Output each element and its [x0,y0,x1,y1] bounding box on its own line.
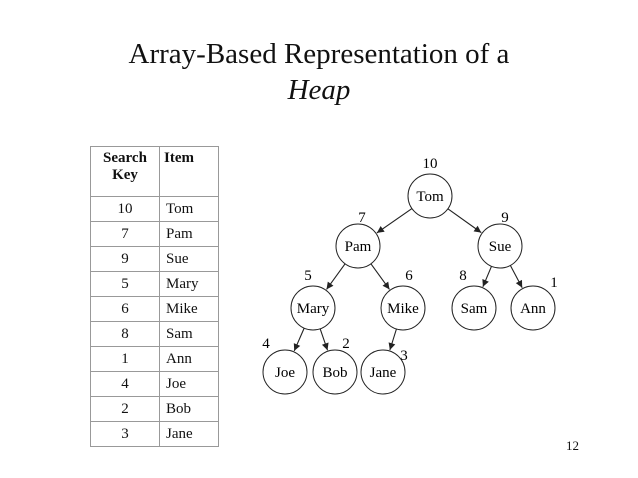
tree-edge [376,208,413,234]
item-cell: Joe [159,371,219,397]
node-key-label: 2 [342,336,350,352]
node-key-label: 5 [304,268,312,284]
node-key-label: 9 [501,210,509,226]
node-name-label: Sue [489,239,512,255]
node-name-label: Pam [345,239,372,255]
node-circle [312,349,358,395]
node-name-label: Sam [461,301,488,317]
node-key-label: 8 [459,268,467,284]
header-item: Item [159,146,219,197]
item-cell: Jane [159,421,219,447]
arrowhead-icon [482,278,489,287]
search-key-cell: 1 [90,346,160,372]
tree-node: Joe 4 [262,336,308,395]
tree-node: Sam 8 [451,268,497,331]
node-circle [451,285,497,331]
tree-node: Mary 5 [290,268,336,331]
search-key-cell: 9 [90,246,160,272]
arrowhead-icon [376,226,385,233]
tree-node: Pam 7 [335,210,381,269]
search-key-cell: 3 [90,421,160,447]
search-key-cell: 8 [90,321,160,347]
node-key-label: 3 [400,348,408,364]
node-name-label: Jane [370,365,397,381]
title-line-2: Heap [287,74,351,106]
node-key-label: 1 [550,275,558,291]
header-search-key: Search Key [90,146,160,197]
node-name-label: Tom [416,189,444,205]
title-line-1: Array-Based Representation of a [128,38,510,70]
tree-node: Sue 9 [477,210,523,269]
node-circle [380,285,426,331]
arrowhead-icon [321,342,329,351]
node-circle [335,223,381,269]
page-number: 12 [566,438,579,453]
arrowhead-icon [388,342,396,351]
node-name-label: Bob [322,365,347,381]
arrowhead-icon [293,343,301,351]
arrowhead-icon [473,225,482,233]
node-circle [510,285,556,331]
arrowhead-icon [515,279,523,288]
node-key-label: 4 [262,336,270,352]
node-name-label: Ann [520,301,546,317]
search-key-cell: 2 [90,396,160,422]
node-circle [262,349,308,395]
node-name-label: Mary [297,301,330,317]
node-key-label: 10 [423,156,438,172]
table-header-row: Search Key Item [90,146,219,197]
arrowhead-icon [326,281,334,290]
item-cell: Pam [159,221,219,247]
node-name-label: Joe [275,365,295,381]
node-circle [360,349,406,395]
slide-title: Array-Based Representation of a Heap [0,36,638,108]
node-circle [290,285,336,331]
search-key-cell: 10 [90,196,160,222]
item-cell: Sam [159,321,219,347]
tree-node: Mike 6 [380,268,426,331]
node-circle [407,173,453,219]
tree-node: Bob 2 [312,336,358,395]
item-cell: Mike [159,296,219,322]
node-key-label: 6 [405,268,413,284]
node-circle [477,223,523,269]
item-cell: Mary [159,271,219,297]
node-key-label: 7 [358,210,366,226]
tree-node: Tom 10 [407,156,453,219]
node-name-label: Mike [387,301,419,317]
arrowhead-icon [382,281,390,290]
